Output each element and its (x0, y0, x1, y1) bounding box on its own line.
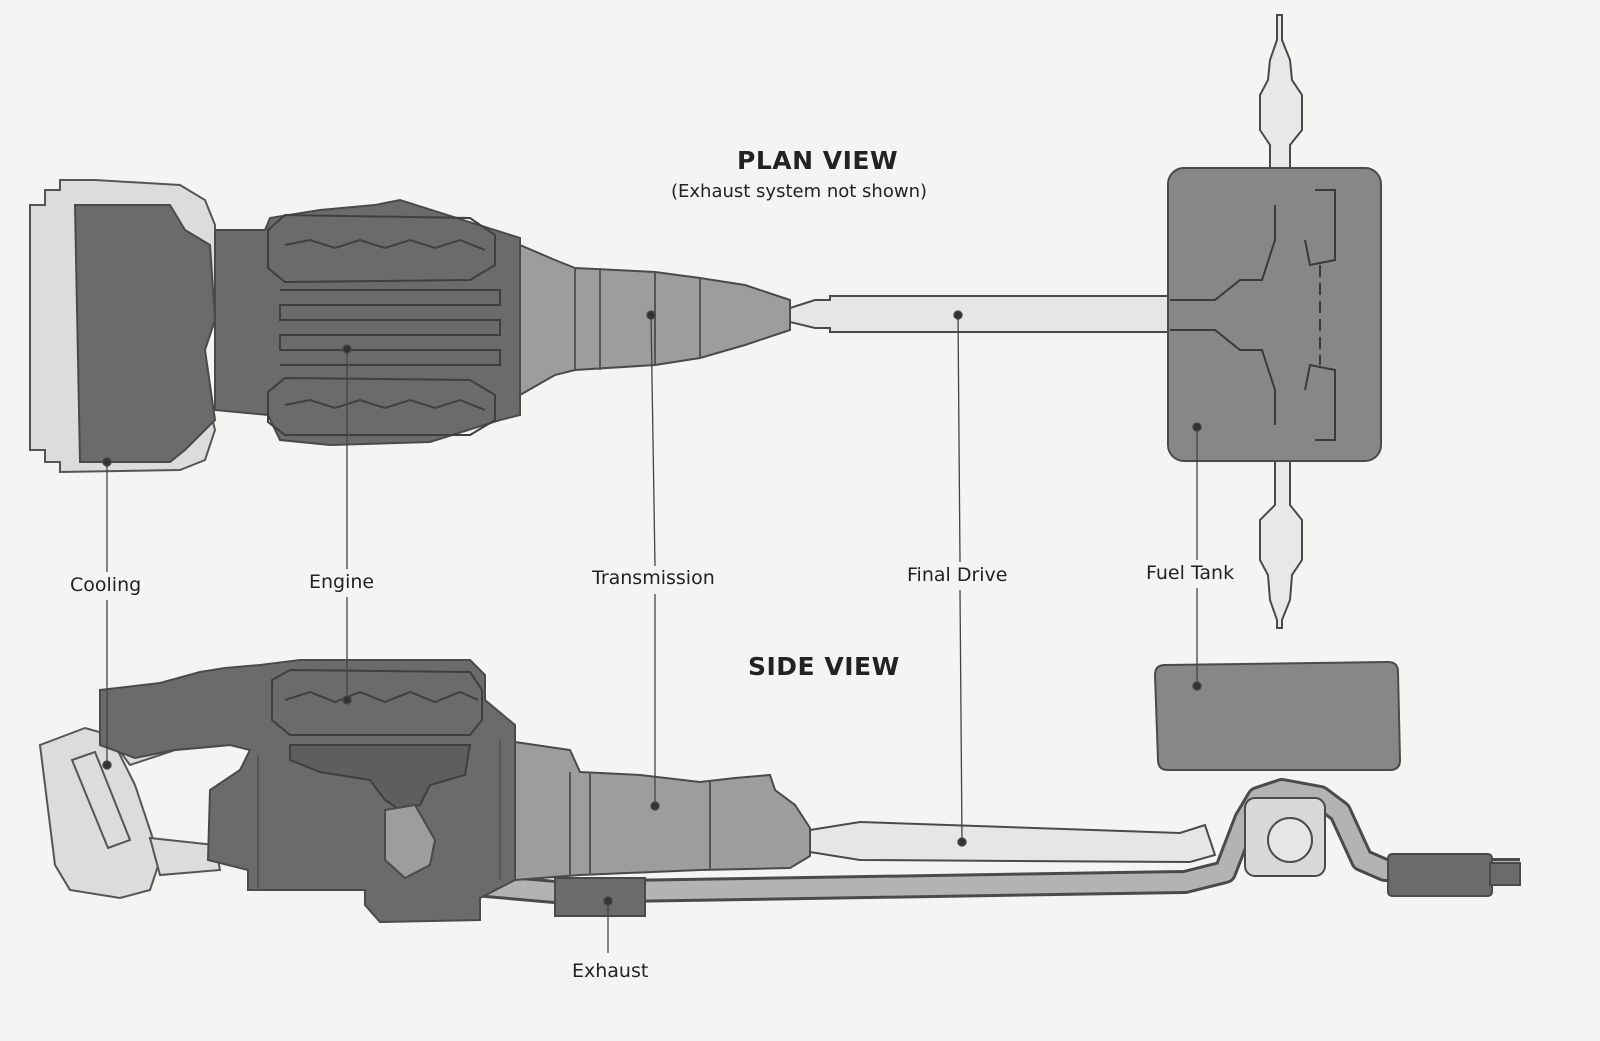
leader-transmission (646, 310, 660, 811)
plan-fuel-tank (1167, 14, 1382, 629)
label-fuel-tank: Fuel Tank (1146, 562, 1235, 584)
plan-cooling (29, 179, 217, 474)
label-final-drive: Final Drive (907, 564, 1008, 586)
leader-lines (102, 310, 1202, 953)
plan-view-note: (Exhaust system not shown) (671, 181, 927, 202)
side-final-drive (809, 797, 1326, 877)
side-engine (99, 659, 516, 924)
plan-view (29, 14, 1382, 629)
leader-exhaust (603, 896, 613, 953)
leader-fuel-tank (1192, 422, 1202, 691)
label-cooling: Cooling (70, 574, 142, 596)
leader-engine (342, 344, 352, 705)
side-fuel-tank (1153, 660, 1402, 771)
label-transmission: Transmission (592, 567, 715, 589)
side-transmission (514, 740, 811, 882)
leader-final-drive (953, 310, 967, 847)
label-engine: Engine (309, 571, 375, 593)
side-view (38, 659, 1521, 924)
plan-transmission (519, 243, 791, 397)
plan-final-drive (789, 295, 1171, 333)
plan-engine (214, 198, 521, 447)
plan-view-title: PLAN VIEW (737, 146, 899, 175)
side-view-title: SIDE VIEW (748, 652, 900, 681)
leader-cooling (102, 457, 112, 770)
label-exhaust: Exhaust (572, 960, 649, 982)
